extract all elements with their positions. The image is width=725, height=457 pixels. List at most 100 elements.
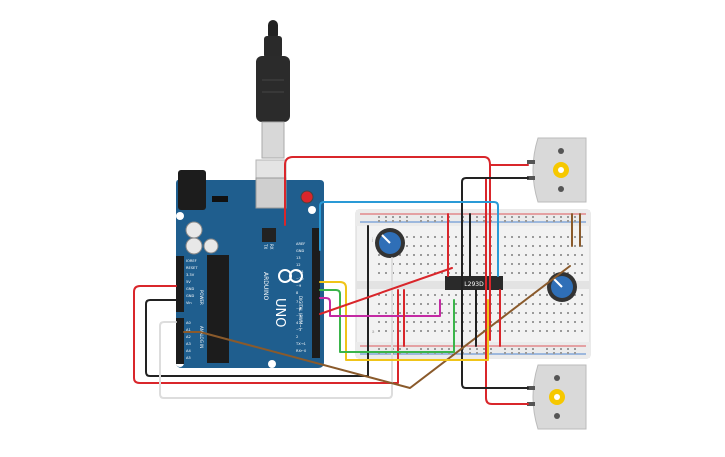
breadboard-hole[interactable] [560,245,562,247]
breadboard-hole[interactable] [483,272,485,274]
breadboard-hole[interactable] [581,254,583,256]
breadboard-hole[interactable] [406,254,408,256]
breadboard-hole[interactable] [504,272,506,274]
breadboard-rail-hole[interactable] [441,220,443,222]
breadboard-hole[interactable] [518,312,520,314]
breadboard-hole[interactable] [469,330,471,332]
breadboard-hole[interactable] [525,272,527,274]
breadboard-hole[interactable] [420,272,422,274]
breadboard-rail-hole[interactable] [518,216,520,218]
breadboard-hole[interactable] [385,321,387,323]
breadboard-hole[interactable] [518,272,520,274]
dc-motor-bottom[interactable] [527,364,587,430]
breadboard-hole[interactable] [378,263,380,265]
breadboard-rail-hole[interactable] [553,348,555,350]
breadboard-hole[interactable] [406,263,408,265]
breadboard-hole[interactable] [574,272,576,274]
potentiometer-right[interactable] [547,272,577,302]
breadboard-hole[interactable] [420,312,422,314]
breadboard-hole[interactable] [413,312,415,314]
breadboard-rail-hole[interactable] [525,220,527,222]
breadboard-hole[interactable] [567,312,569,314]
breadboard-rail-hole[interactable] [546,216,548,218]
breadboard-rail-hole[interactable] [532,216,534,218]
breadboard-hole[interactable] [385,272,387,274]
breadboard-rail-hole[interactable] [525,216,527,218]
breadboard-hole[interactable] [427,312,429,314]
breadboard-hole[interactable] [385,312,387,314]
breadboard-hole[interactable] [546,236,548,238]
breadboard-rail-hole[interactable] [490,348,492,350]
breadboard-hole[interactable] [399,321,401,323]
breadboard-hole[interactable] [511,321,513,323]
breadboard-rail-hole[interactable] [511,216,513,218]
breadboard-hole[interactable] [497,294,499,296]
breadboard-rail-hole[interactable] [546,348,548,350]
breadboard-rail-hole[interactable] [567,352,569,354]
breadboard-hole[interactable] [476,272,478,274]
breadboard-hole[interactable] [525,303,527,305]
breadboard-hole[interactable] [581,263,583,265]
breadboard-hole[interactable] [504,254,506,256]
breadboard-rail-hole[interactable] [427,220,429,222]
breadboard-hole[interactable] [525,245,527,247]
breadboard-hole[interactable] [532,254,534,256]
breadboard-hole[interactable] [406,236,408,238]
breadboard-hole[interactable] [476,263,478,265]
breadboard-hole[interactable] [399,312,401,314]
breadboard-hole[interactable] [427,294,429,296]
breadboard-rail-hole[interactable] [427,216,429,218]
breadboard-hole[interactable] [434,294,436,296]
breadboard-hole[interactable] [483,303,485,305]
l293d-chip[interactable]: L293D [445,276,503,290]
breadboard-rail-hole[interactable] [567,220,569,222]
breadboard-hole[interactable] [546,330,548,332]
breadboard-hole[interactable] [567,330,569,332]
breadboard-hole[interactable] [378,312,380,314]
breadboard-hole[interactable] [546,303,548,305]
breadboard-rail-hole[interactable] [532,220,534,222]
breadboard-hole[interactable] [581,321,583,323]
breadboard-rail-hole[interactable] [483,220,485,222]
breadboard-hole[interactable] [483,236,485,238]
breadboard-hole[interactable] [427,330,429,332]
breadboard-hole[interactable] [511,245,513,247]
breadboard-hole[interactable] [567,321,569,323]
breadboard-hole[interactable] [469,312,471,314]
breadboard-rail-hole[interactable] [504,348,506,350]
breadboard-hole[interactable] [539,303,541,305]
breadboard-rail-hole[interactable] [532,348,534,350]
breadboard-rail-hole[interactable] [378,220,380,222]
breadboard-rail-hole[interactable] [448,348,450,350]
breadboard-hole[interactable] [532,245,534,247]
breadboard-rail-hole[interactable] [504,220,506,222]
breadboard-rail-hole[interactable] [420,348,422,350]
breadboard-rail-hole[interactable] [518,220,520,222]
breadboard-hole[interactable] [406,312,408,314]
breadboard-hole[interactable] [413,236,415,238]
breadboard-hole[interactable] [378,321,380,323]
breadboard-rail-hole[interactable] [392,216,394,218]
breadboard-hole[interactable] [525,294,527,296]
breadboard-hole[interactable] [420,263,422,265]
breadboard-hole[interactable] [441,312,443,314]
breadboard-hole[interactable] [560,312,562,314]
breadboard-hole[interactable] [546,245,548,247]
breadboard-rail-hole[interactable] [420,220,422,222]
breadboard-hole[interactable] [483,254,485,256]
analog-header[interactable] [176,318,184,364]
breadboard-hole[interactable] [567,263,569,265]
breadboard-hole[interactable] [406,294,408,296]
breadboard-hole[interactable] [546,254,548,256]
breadboard-hole[interactable] [553,272,555,274]
breadboard-hole[interactable] [413,303,415,305]
breadboard-rail-hole[interactable] [469,352,471,354]
breadboard-hole[interactable] [574,245,576,247]
breadboard-hole[interactable] [553,321,555,323]
breadboard-hole[interactable] [525,263,527,265]
breadboard-hole[interactable] [546,294,548,296]
breadboard-rail-hole[interactable] [434,348,436,350]
breadboard-hole[interactable] [539,294,541,296]
breadboard-rail-hole[interactable] [511,220,513,222]
breadboard-hole[interactable] [434,312,436,314]
